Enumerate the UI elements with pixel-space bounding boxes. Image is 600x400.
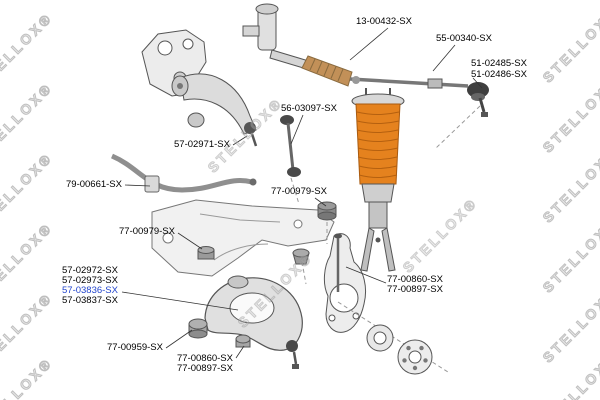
part-label-56-03097-sx[interactable]: 56-03097-SX bbox=[281, 103, 337, 114]
steering-rack-drawing bbox=[242, 3, 313, 71]
part-label-77-00897-sx-bottom[interactable]: 77-00897-SX bbox=[177, 363, 233, 374]
steering-boot-drawing bbox=[301, 55, 353, 87]
part-label-55-00340-sx[interactable]: 55-00340-SX bbox=[436, 33, 492, 44]
part-label-57-02973-sx[interactable]: 57-02973-SX bbox=[62, 275, 118, 286]
air-spring-drawing bbox=[351, 88, 405, 272]
tie-rod-drawing bbox=[349, 76, 489, 117]
steering-knuckle-drawing bbox=[323, 233, 367, 333]
lower-control-arm-drawing bbox=[204, 275, 303, 369]
label-leader-lines bbox=[121, 27, 483, 359]
part-label-77-00979-sx-left[interactable]: 77-00979-SX bbox=[119, 226, 175, 237]
upper-control-arm-drawing bbox=[171, 73, 258, 147]
part-label-77-00979-sx-top[interactable]: 77-00979-SX bbox=[271, 186, 327, 197]
assembly-dashed-lines bbox=[290, 105, 481, 285]
part-label-77-00860-sx-bottom[interactable]: 77-00860-SX bbox=[177, 353, 233, 364]
bolt-drawing bbox=[334, 233, 342, 292]
part-label-57-03836-sx[interactable]: 57-03836-SX bbox=[62, 285, 118, 296]
part-label-51-02485-sx[interactable]: 51-02485-SX bbox=[471, 58, 527, 69]
part-label-77-00860-sx-right[interactable]: 77-00860-SX bbox=[387, 274, 443, 285]
stabilizer-bar-drawing bbox=[110, 153, 257, 193]
part-label-77-00959-sx[interactable]: 77-00959-SX bbox=[107, 342, 163, 353]
part-label-79-00661-sx[interactable]: 79-00661-SX bbox=[66, 179, 122, 190]
part-label-57-03837-sx[interactable]: 57-03837-SX bbox=[62, 295, 118, 306]
part-label-57-02971-sx[interactable]: 57-02971-SX bbox=[174, 139, 230, 150]
bushings-drawing bbox=[188, 201, 337, 348]
part-label-77-00897-sx-right[interactable]: 77-00897-SX bbox=[387, 284, 443, 295]
part-label-51-02486-sx[interactable]: 51-02486-SX bbox=[471, 69, 527, 80]
stabilizer-link-drawing bbox=[280, 115, 301, 177]
wheel-hub-bearing-drawing bbox=[337, 301, 449, 375]
part-label-57-02972-sx[interactable]: 57-02972-SX bbox=[62, 265, 118, 276]
part-label-13-00432-sx[interactable]: 13-00432-SX bbox=[356, 16, 412, 27]
